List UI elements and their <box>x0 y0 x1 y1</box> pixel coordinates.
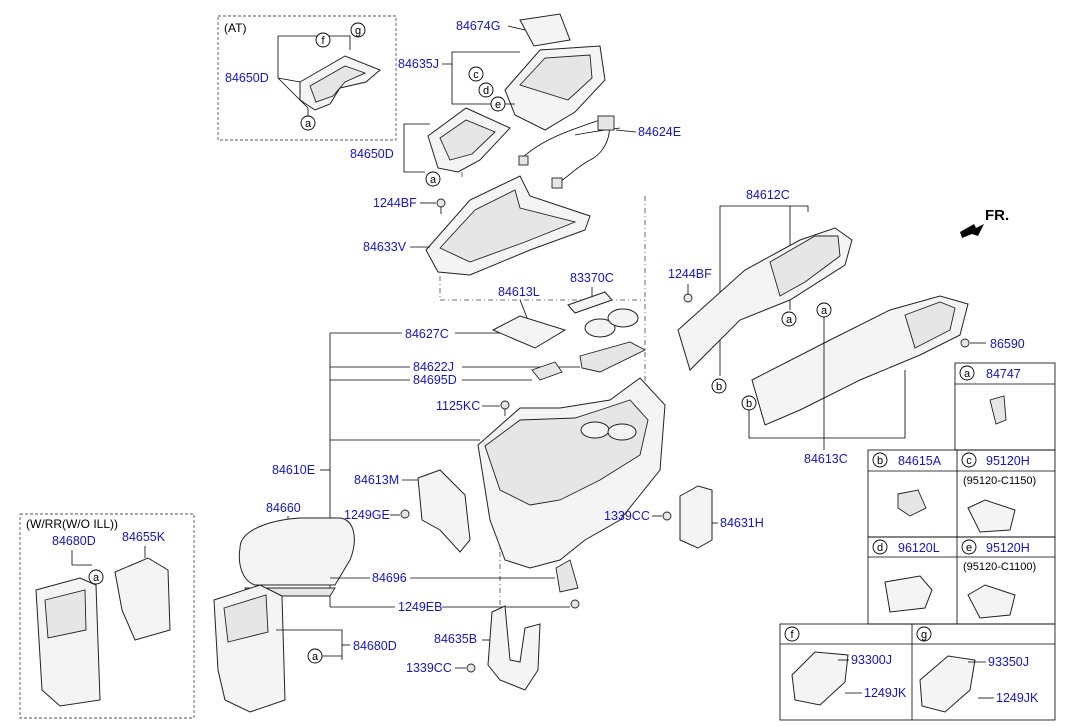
legend-a-letter: a <box>964 368 971 380</box>
part-83370C <box>567 291 613 314</box>
label-84680D: 84680D <box>353 639 397 653</box>
label-1249GE: 1249GE <box>344 508 390 522</box>
part-84650D-inner <box>439 119 496 161</box>
legend-c-part: 95120H <box>986 454 1030 468</box>
legend-e-part: 95120H <box>986 541 1030 555</box>
label-84635B: 84635B <box>434 632 477 646</box>
part-84674G <box>519 13 571 47</box>
callout-e: e <box>495 99 501 111</box>
label-84696: 84696 <box>372 571 407 585</box>
front-arrow-icon <box>960 224 984 238</box>
label-84650D-at: 84650D <box>225 71 269 85</box>
label-1339CC-b: 1339CC <box>406 661 452 675</box>
callout-a-6: a <box>312 651 319 663</box>
callout-c: c <box>473 69 479 81</box>
legend-g-part2: 1249JK <box>996 691 1039 705</box>
legend-d-part: 96120L <box>898 541 940 555</box>
label-84631H: 84631H <box>720 516 764 530</box>
label-84610E: 84610E <box>272 463 315 477</box>
label-86590: 86590 <box>990 337 1025 351</box>
callout-g: g <box>355 25 361 37</box>
callout-a-2: a <box>430 174 437 186</box>
label-84613L: 84613L <box>498 285 540 299</box>
at-group-box <box>217 15 397 141</box>
part-84622J-gasket <box>579 341 646 373</box>
shift-bezel-at-inner <box>309 65 367 103</box>
label-1249EB: 1249EB <box>398 600 442 614</box>
label-84680D-w: 84680D <box>52 534 96 548</box>
part-84613M <box>417 469 471 553</box>
label-84622J: 84622J <box>413 360 454 374</box>
part-84624E-harness <box>519 119 610 185</box>
wrr-group-box <box>19 513 195 719</box>
label-84674G: 84674G <box>456 19 500 33</box>
callout-a: a <box>305 118 312 130</box>
part-84695D <box>531 361 563 381</box>
label-84613M: 84613M <box>354 473 399 487</box>
legend-c-letter: c <box>966 455 972 467</box>
legend-f-letter: f <box>790 629 794 641</box>
label-84650D: 84650D <box>350 147 394 161</box>
callout-a-5: a <box>93 572 100 584</box>
callout-d: d <box>483 85 489 97</box>
label-1244BF-a: 1244BF <box>373 196 417 210</box>
legend-f-part: 93300J <box>851 653 892 667</box>
label-1339CC-a: 1339CC <box>604 509 650 523</box>
legend-e-letter: e <box>966 542 972 554</box>
callout-b: b <box>716 381 722 393</box>
callout-a-4: a <box>821 305 828 317</box>
callout-a-3: a <box>786 314 793 326</box>
legend-g-part: 93350J <box>988 655 1029 669</box>
part-84612C-mesh <box>769 235 841 297</box>
part-84633V-top <box>439 189 577 263</box>
label-84627C: 84627C <box>405 327 449 341</box>
label-84655K: 84655K <box>122 530 166 544</box>
legend-f-part2: 1249JK <box>864 686 907 700</box>
legend-e-sub: (95120-C1100) <box>963 561 1036 573</box>
legend-b-part: 84615A <box>898 454 942 468</box>
legend-d-letter: d <box>877 542 883 554</box>
legend-c-sub: (95120-C1150) <box>963 475 1036 487</box>
legend-table: a 84747 b 84615A c 95120H (95120-C1150) … <box>779 362 1056 721</box>
legend-b-letter: b <box>877 455 883 467</box>
part-84696 <box>555 559 579 593</box>
label-84633V: 84633V <box>363 240 407 254</box>
legend-a-part: 84747 <box>986 367 1021 381</box>
part-84613L <box>491 315 567 349</box>
label-83370C: 83370C <box>570 271 614 285</box>
label-84613C: 84613C <box>804 452 848 466</box>
part-84635J-top <box>519 54 593 101</box>
callout-f: f <box>321 35 325 47</box>
part-84660-armrest <box>238 517 355 586</box>
label-1244BF-b: 1244BF <box>668 267 712 281</box>
front-marker-label: FR. <box>985 207 1009 224</box>
label-84624E: 84624E <box>638 125 681 139</box>
wrr-group-label: (W/RR(W/O ILL)) <box>26 517 118 531</box>
callout-b-2: b <box>746 398 752 410</box>
part-84635B <box>487 605 541 691</box>
label-84660: 84660 <box>266 501 301 515</box>
label-84695D: 84695D <box>413 373 457 387</box>
legend-g-letter: g <box>921 629 927 641</box>
part-84655K <box>114 557 171 641</box>
part-84631H <box>679 485 713 549</box>
label-1125KC: 1125KC <box>436 399 480 413</box>
label-84635J: 84635J <box>398 57 439 71</box>
at-group-label: (AT) <box>224 21 246 35</box>
label-84612C: 84612C <box>746 188 790 202</box>
